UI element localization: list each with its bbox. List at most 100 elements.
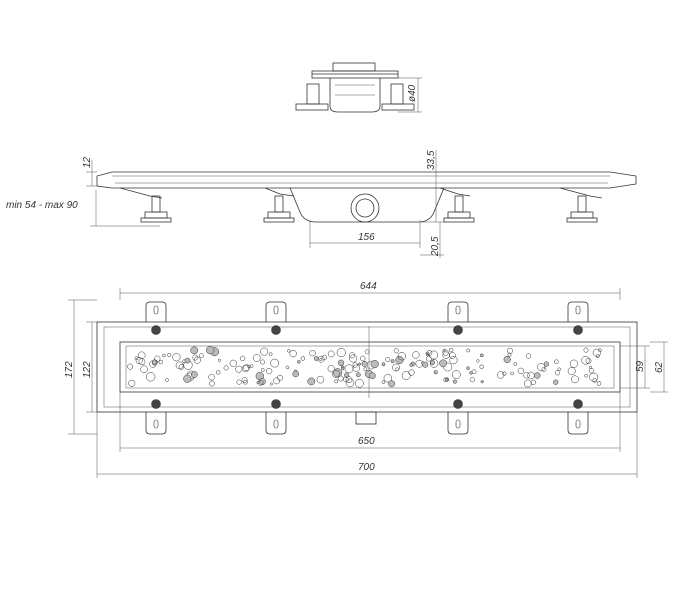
perforation-hole [452, 379, 457, 384]
perforation-hole [595, 354, 600, 358]
perforation-hole [257, 379, 264, 386]
perforation-hole [265, 367, 273, 375]
mounting-tab [447, 301, 469, 322]
perforation-hole [269, 382, 273, 386]
perforation-hole [127, 363, 134, 370]
perforation-hole [596, 381, 602, 386]
perforation-hole [479, 353, 484, 358]
perforation-hole [239, 355, 246, 362]
perforation-hole [190, 371, 198, 378]
perforation-hole [439, 359, 447, 368]
perforation-hole [449, 356, 458, 365]
dim-20-5: 20,5 [430, 236, 441, 257]
screw-icon [151, 325, 161, 335]
tab-slot [575, 419, 581, 429]
tab-slot [455, 305, 461, 315]
perforation-hole [361, 360, 368, 367]
perforation-hole [183, 374, 192, 383]
perforation-hole [192, 354, 199, 361]
perforation-hole [554, 359, 559, 364]
perforation-hole [429, 350, 439, 360]
perforation-hole [316, 375, 325, 384]
perforation-hole [190, 346, 199, 355]
perforation-hole [363, 367, 368, 371]
perforation-hole [337, 359, 345, 366]
perforation-hole [381, 362, 386, 367]
perforation-hole [268, 352, 273, 357]
perforation-hole [370, 360, 379, 369]
perforation-hole [154, 355, 161, 362]
perforation-hole [381, 380, 386, 384]
mounting-tab [447, 412, 469, 435]
perforation-hole [352, 364, 360, 372]
perforation-hole [510, 371, 514, 376]
perforation-hole [358, 362, 361, 366]
tab-slot [273, 419, 279, 429]
mounting-tab [265, 301, 287, 322]
perforation-hole [137, 351, 146, 360]
screw-icon [271, 325, 281, 335]
perforation-hole [309, 349, 316, 357]
perforation-hole [344, 372, 350, 378]
perforation-hole [135, 357, 143, 364]
perforation-hole [321, 354, 328, 361]
perforation-hole [343, 376, 349, 383]
perforation-hole [260, 359, 265, 365]
perforation-hole [557, 367, 561, 372]
perforation-hole [317, 355, 325, 363]
screw-icon [151, 399, 161, 409]
perforation-hole [385, 356, 391, 363]
tab-slot [153, 305, 159, 315]
screw-icon [573, 399, 583, 409]
perforation-hole [172, 353, 181, 362]
dim-33-5: 33,5 [426, 150, 437, 170]
perforation-hole [349, 352, 356, 359]
perforation-hole [592, 348, 601, 357]
perforation-hole [252, 354, 261, 362]
perforation-hole [198, 353, 204, 359]
perforation-hole [364, 349, 370, 355]
perforation-hole [134, 356, 139, 361]
perforation-hole [469, 371, 473, 375]
perforation-hole [307, 377, 316, 386]
screw-icon [453, 399, 463, 409]
perforation-hole [553, 379, 559, 385]
perforation-hole [333, 368, 343, 378]
perforation-hole [433, 370, 438, 375]
perforation-hole [466, 366, 470, 370]
mounting-tab [265, 412, 287, 435]
perforation-hole [442, 348, 446, 352]
leg-3 [443, 195, 475, 223]
perforation-hole [449, 347, 454, 353]
perforation-hole [146, 372, 156, 382]
perforation-hole [543, 361, 550, 367]
perforation-hole [525, 353, 532, 359]
perforation-hole [442, 351, 450, 359]
perforation-hole [235, 365, 243, 373]
screw-icon [453, 325, 463, 335]
perforation-hole [206, 345, 215, 355]
perforation-hole [277, 374, 283, 381]
dim-62: 62 [654, 361, 665, 373]
perforation-hole [249, 364, 254, 368]
tab-slot [273, 305, 279, 315]
perforation-hole [409, 363, 413, 367]
dim-650: 650 [358, 436, 375, 447]
perforation-hole [390, 359, 395, 364]
perforation-hole [530, 379, 537, 386]
perforation-hole [285, 365, 290, 370]
perforation-hole [167, 352, 172, 357]
perforation-hole [425, 353, 429, 357]
outlet-end-view: ø40 [295, 62, 422, 113]
perforation-hole [567, 367, 576, 376]
perforation-hole [345, 378, 355, 388]
perforation-hole [397, 352, 407, 361]
perforation-hole [425, 351, 430, 356]
perforation-hole [598, 348, 602, 352]
perforation-hole [589, 372, 599, 382]
perforation-hole [216, 370, 221, 375]
perforation-hole [289, 349, 297, 358]
perforation-hole [429, 359, 439, 368]
perforation-hole [270, 358, 280, 368]
perforation-hole [158, 359, 163, 365]
